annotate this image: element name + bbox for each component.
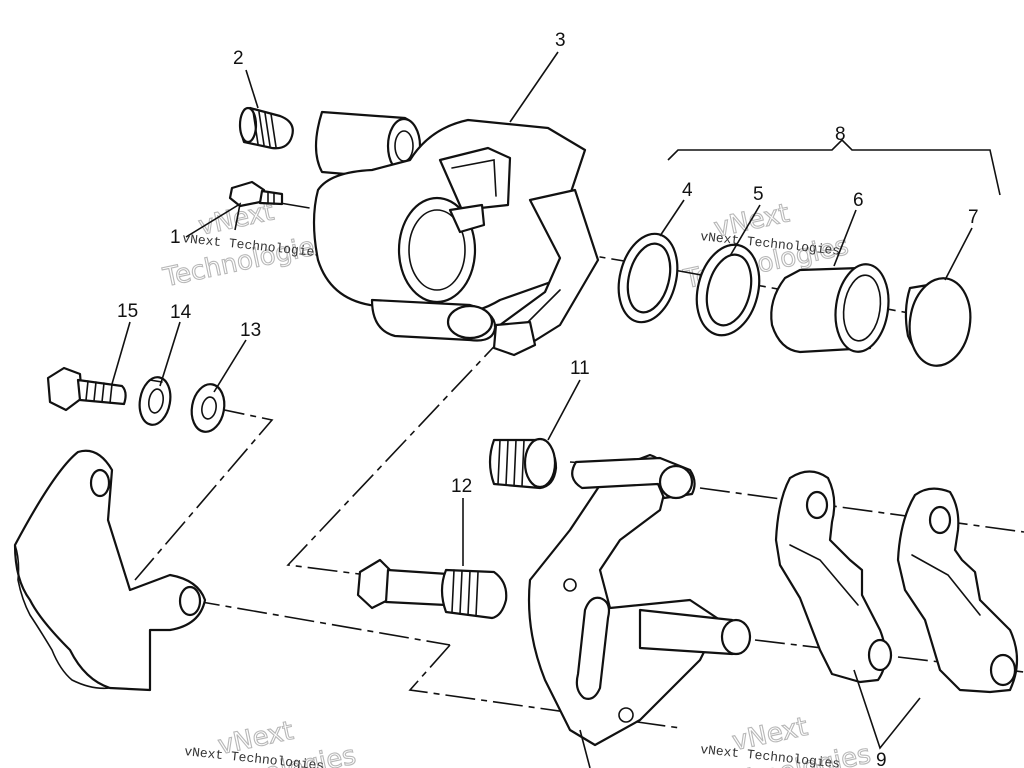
part-5-dust-seal: [695, 243, 761, 337]
callout-3: 3: [555, 30, 566, 51]
callout-14: 14: [170, 302, 192, 323]
bracket-8: [667, 138, 1001, 196]
callout-2: 2: [233, 48, 244, 69]
part-9-brake-pad-outer: [896, 487, 1019, 694]
callout-5: 5: [753, 184, 764, 205]
part-6-piston: [770, 263, 890, 354]
callout-11: 11: [570, 358, 590, 379]
callout-9: 9: [876, 750, 887, 768]
carrier-bracket: [527, 453, 752, 747]
part-13-washer: [190, 383, 226, 433]
leader-lines: [111, 51, 973, 768]
part-12-slide-pin: [356, 558, 508, 620]
callout-8: 8: [835, 124, 846, 145]
callout-12: 12: [451, 476, 472, 497]
part-1-bleeder-screw: [228, 180, 284, 208]
part-2-threaded-plug: [238, 106, 294, 150]
part-15-bolt: [46, 366, 127, 412]
part-9-brake-pad-inner: [774, 470, 893, 684]
callout-6: 6: [853, 190, 864, 211]
callout-13: 13: [240, 320, 261, 341]
callout-labels: 2 3 1 8 4 5 6 7 15 14 13 11 12 9: [117, 30, 979, 768]
callout-15: 15: [117, 301, 138, 322]
part-4-seal: [617, 232, 679, 324]
part-14-lock-washer: [138, 376, 172, 426]
part-11-pin-sleeve: [488, 437, 558, 490]
mounting-bracket: [13, 449, 207, 692]
callout-1: 1: [170, 227, 181, 248]
callout-7: 7: [968, 207, 979, 228]
part-3-caliper-body: [312, 110, 600, 357]
callout-4: 4: [682, 180, 693, 201]
part-7-piston-cap: [904, 277, 972, 367]
